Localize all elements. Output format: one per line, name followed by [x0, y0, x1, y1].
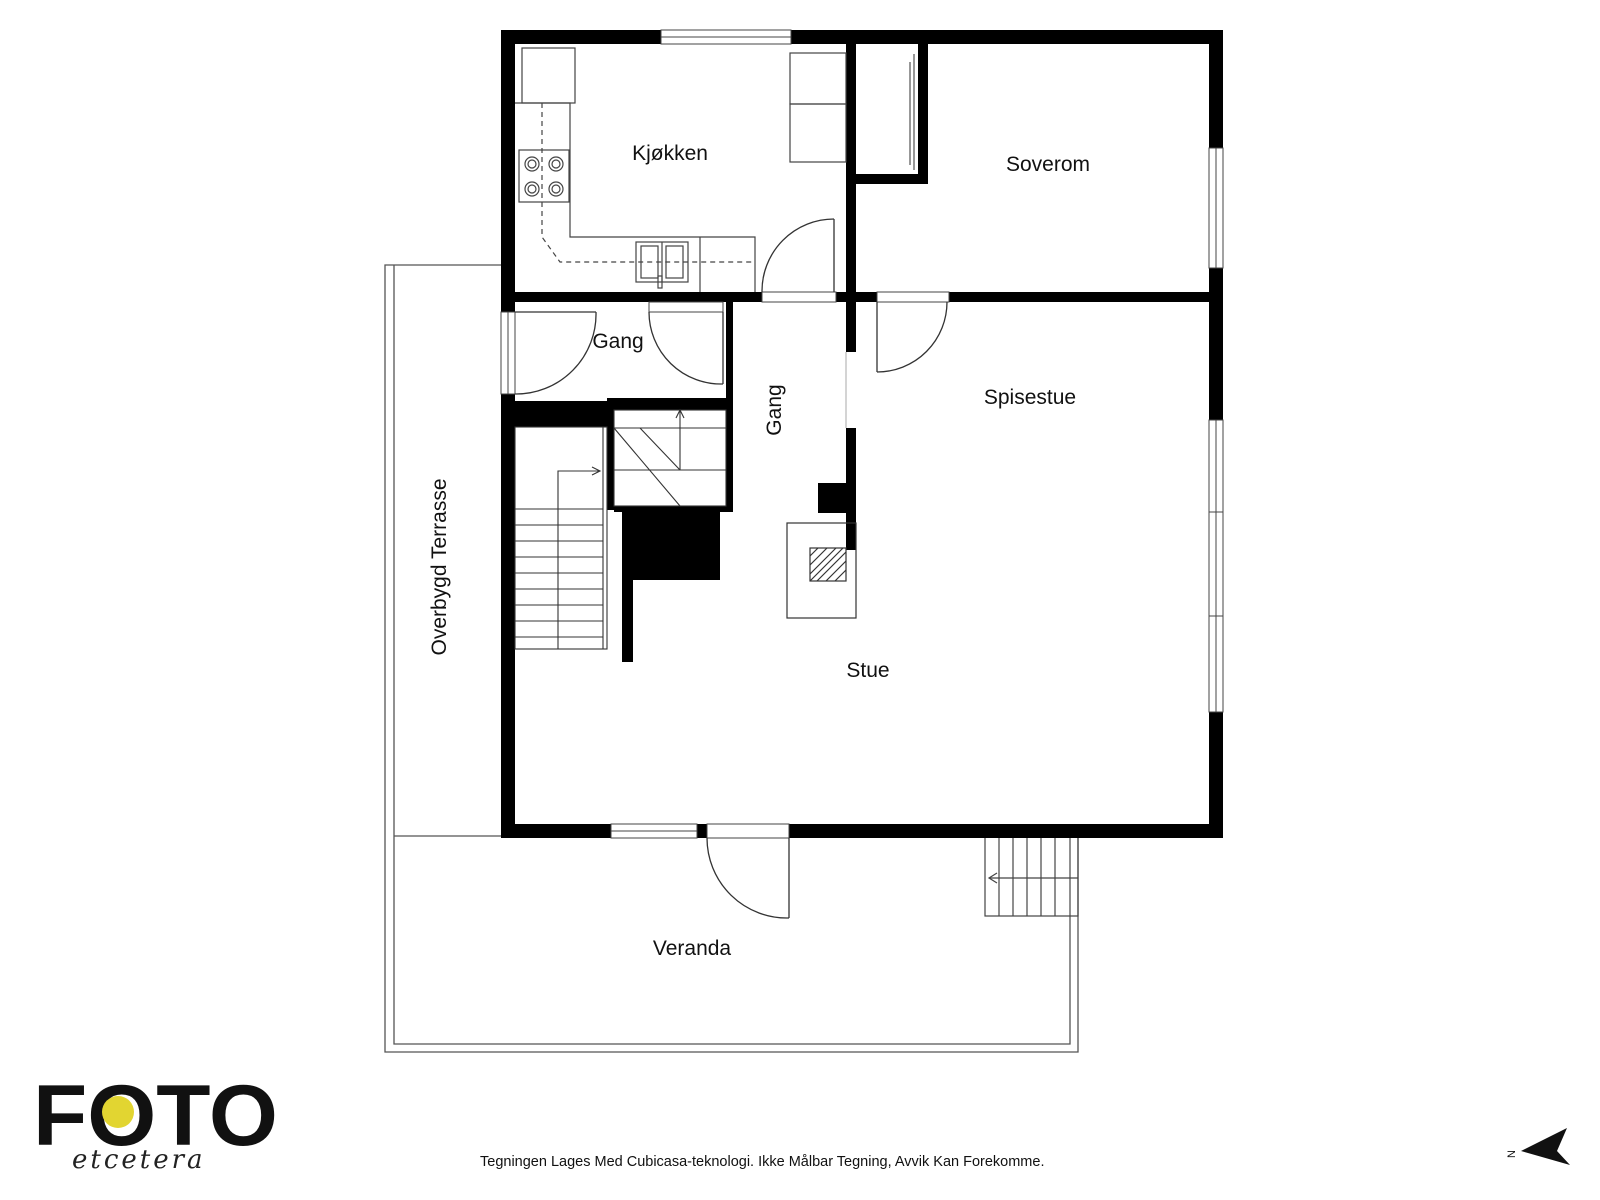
- logo-main-text: FOTO: [33, 1068, 278, 1164]
- compass-letter: N: [1506, 1150, 1518, 1158]
- room-labels: Kjøkken Soverom Gang Gang Spisestue Stue…: [428, 142, 1090, 960]
- room-label-bedroom: Soverom: [1006, 153, 1090, 176]
- wardrobe: [909, 54, 915, 170]
- room-label-veranda: Veranda: [653, 937, 732, 960]
- compass-north-arrow-icon: N: [1506, 1128, 1570, 1165]
- fireplace: [786, 522, 857, 619]
- interior-walls: [501, 30, 1223, 662]
- room-label-kitchen: Kjøkken: [632, 142, 708, 165]
- foto-etcetera-logo: FOTO etcetera: [33, 1068, 278, 1175]
- room-label-terrace: Overbygd Terrasse: [428, 478, 451, 655]
- doors: [514, 218, 950, 919]
- room-label-dining: Spisestue: [984, 386, 1076, 409]
- room-label-living: Stue: [846, 659, 889, 682]
- windows: [500, 29, 1224, 839]
- veranda-stairs: [984, 835, 1079, 917]
- logo-accent-dot: [102, 1096, 134, 1128]
- kitchen-fixtures: [515, 47, 847, 292]
- stairs: [514, 408, 727, 650]
- footer-disclaimer: Tegningen Lages Med Cubicasa-teknologi. …: [480, 1154, 1044, 1170]
- room-label-hall-left: Gang: [592, 330, 643, 353]
- logo-sub-text: etcetera: [72, 1145, 206, 1175]
- room-label-hall-vertical: Gang: [763, 384, 786, 435]
